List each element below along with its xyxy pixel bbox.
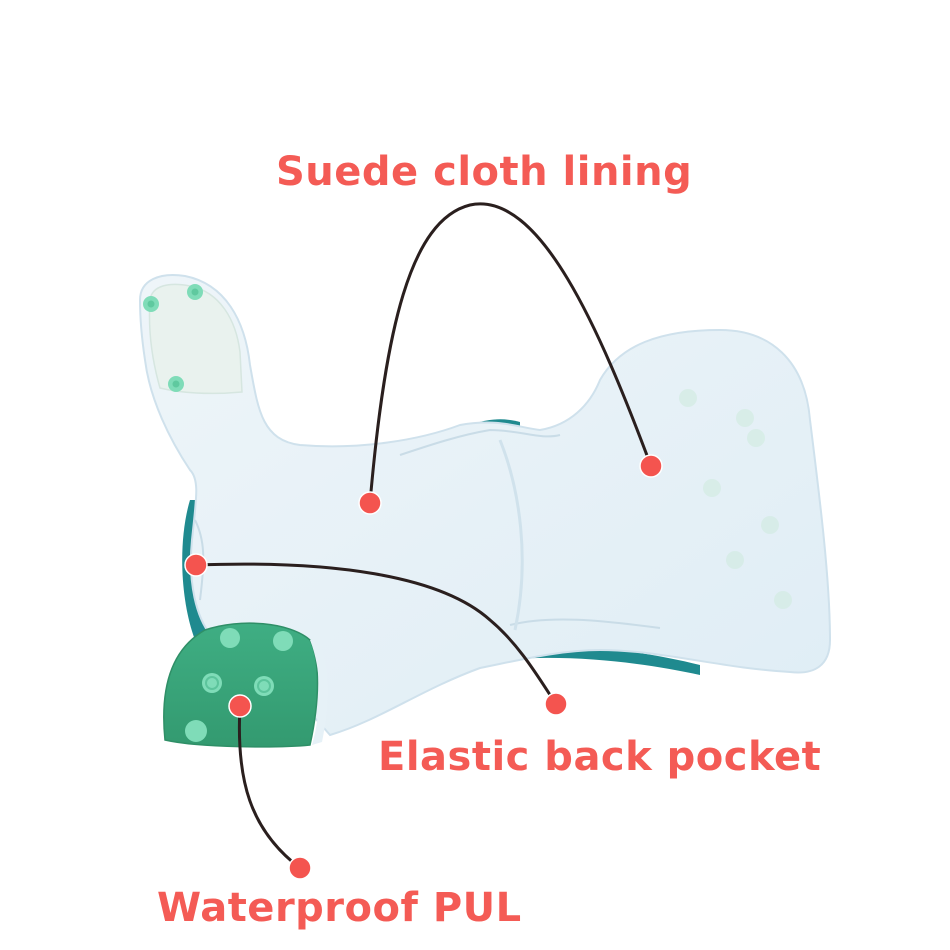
pul-tab-snaps bbox=[185, 628, 293, 742]
label-suede-cloth-lining: Suede cloth lining bbox=[276, 149, 693, 195]
label-waterproof-pul: Waterproof PUL bbox=[157, 885, 522, 931]
marker-elastic-1 bbox=[184, 553, 208, 577]
elastic-gathers bbox=[194, 428, 661, 629]
marker-suede-2 bbox=[639, 454, 663, 478]
right-wing-faint-snaps bbox=[679, 389, 792, 609]
marker-suede-1 bbox=[358, 491, 382, 515]
leader-elastic bbox=[194, 562, 558, 706]
marker-elastic-2 bbox=[544, 692, 568, 716]
marker-dots bbox=[184, 454, 663, 880]
leader-pul bbox=[237, 704, 302, 870]
diaper-lining bbox=[138, 274, 832, 737]
leader-suede bbox=[368, 202, 653, 505]
leader-lines bbox=[194, 202, 653, 870]
marker-pul-1 bbox=[228, 694, 252, 718]
pocket-fold bbox=[498, 439, 524, 631]
marker-pul-2 bbox=[288, 856, 312, 880]
label-elastic-back-pocket: Elastic back pocket bbox=[378, 734, 822, 780]
left-wing-tab bbox=[148, 283, 243, 395]
left-wing-snaps bbox=[143, 284, 203, 392]
